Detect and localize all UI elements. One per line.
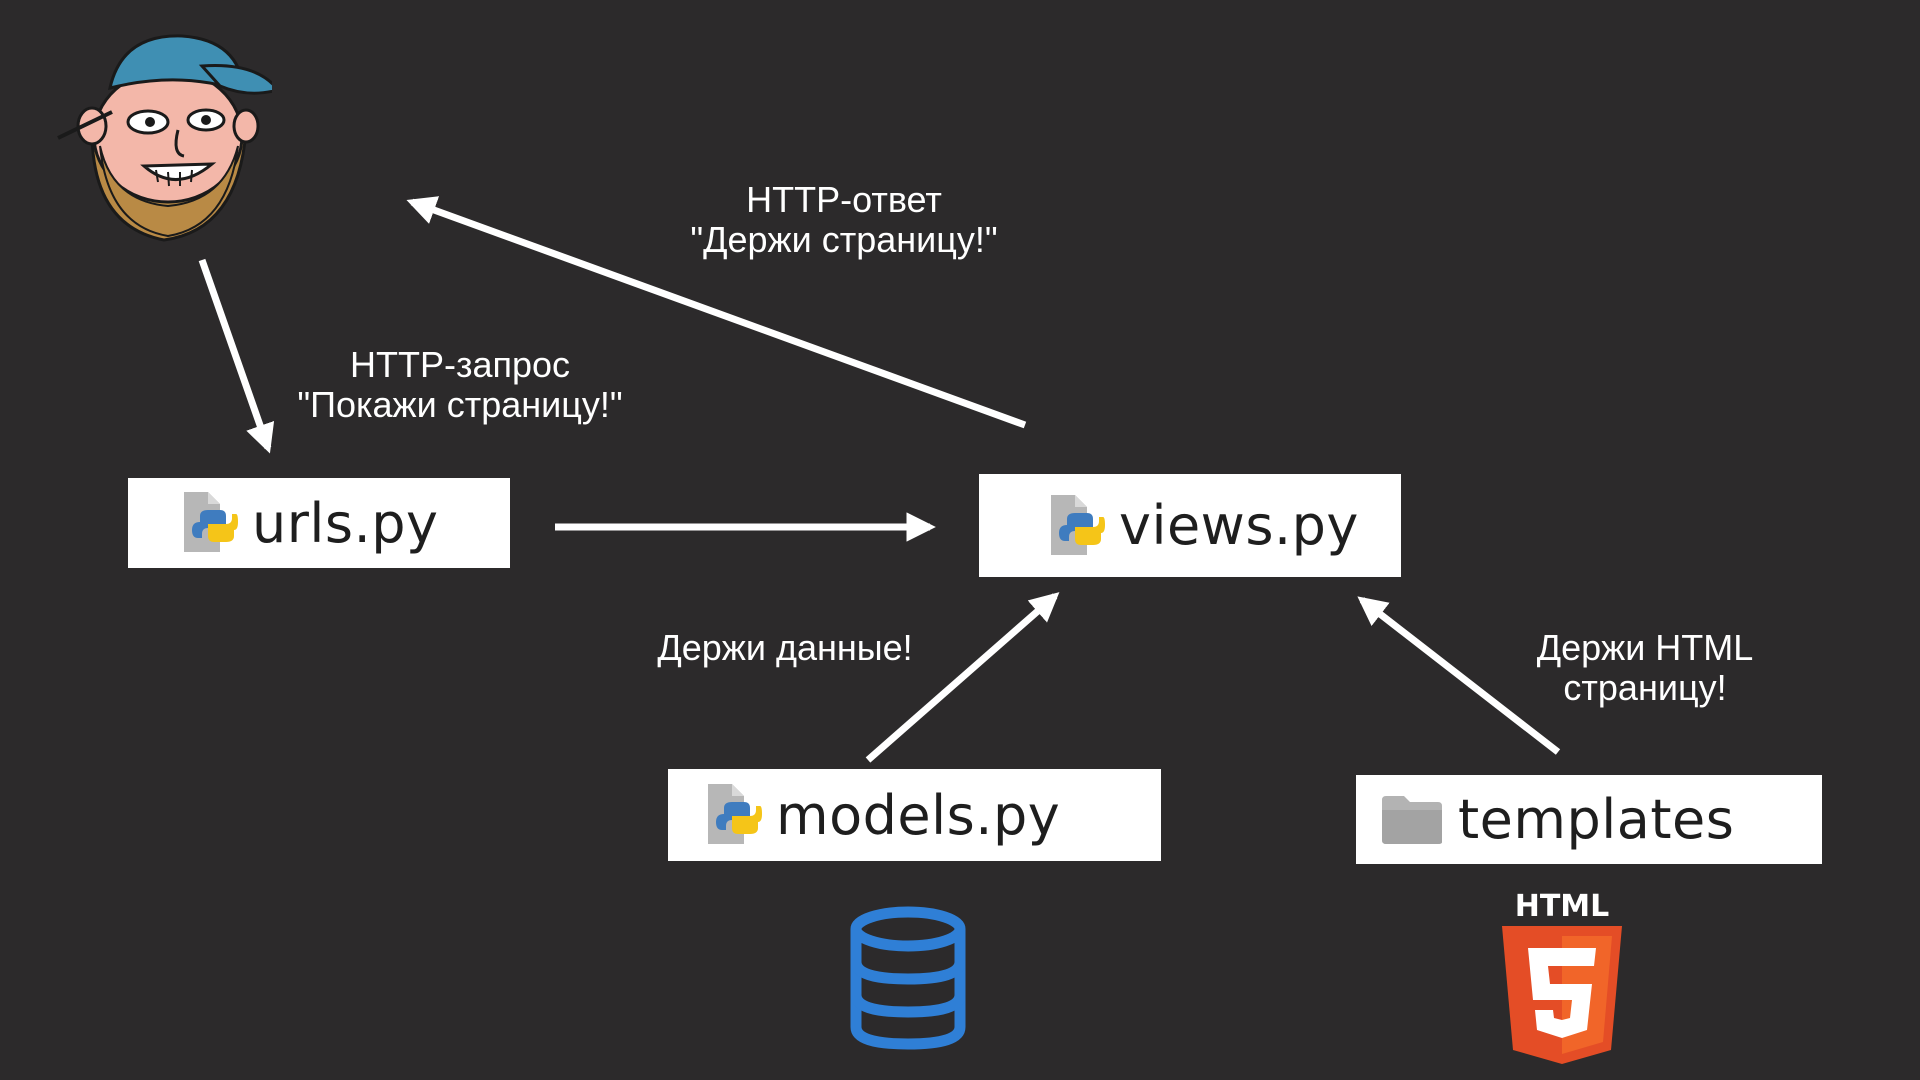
python-file-icon bbox=[704, 782, 762, 848]
arrow-templates-to-views bbox=[1357, 596, 1561, 755]
give-data-text: Держи данные! bbox=[657, 627, 913, 668]
http-request-title: HTTP-запрос bbox=[349, 344, 571, 385]
urls-file-name: urls.py bbox=[252, 491, 439, 555]
models-file-box: models.py bbox=[668, 769, 1161, 861]
give-html-line1: Держи HTML bbox=[1536, 627, 1754, 668]
urls-file-box: urls.py bbox=[128, 478, 510, 568]
give-html-label: Держи HTML страницу! bbox=[1500, 628, 1790, 708]
http-request-text: "Покажи страницу!" bbox=[297, 384, 623, 425]
templates-folder-name: templates bbox=[1458, 788, 1735, 851]
html5-logo-text: HTML bbox=[1515, 889, 1610, 924]
http-response-label: HTTP-ответ "Держи страницу!" bbox=[644, 180, 1044, 260]
html5-logo-icon: HTML bbox=[1502, 889, 1622, 1064]
folder-icon bbox=[1380, 794, 1444, 846]
database-icon bbox=[850, 906, 966, 1050]
arrow-request bbox=[198, 258, 275, 454]
python-file-icon bbox=[1047, 493, 1105, 559]
templates-folder-box: templates bbox=[1356, 775, 1822, 864]
arrow-response bbox=[406, 196, 1027, 429]
views-file-name: views.py bbox=[1119, 494, 1359, 557]
http-response-text: "Держи страницу!" bbox=[690, 219, 998, 260]
arrow-models-to-views bbox=[865, 592, 1060, 763]
bearded-man-avatar-icon bbox=[57, 34, 272, 242]
models-file-name: models.py bbox=[776, 783, 1061, 847]
http-request-label: HTTP-запрос "Покажи страницу!" bbox=[260, 345, 660, 425]
http-response-title: HTTP-ответ bbox=[746, 179, 942, 220]
views-file-box: views.py bbox=[979, 474, 1401, 577]
give-data-label: Держи данные! bbox=[620, 628, 950, 668]
python-file-icon bbox=[180, 490, 238, 556]
give-html-line2: страницу! bbox=[1563, 667, 1727, 708]
